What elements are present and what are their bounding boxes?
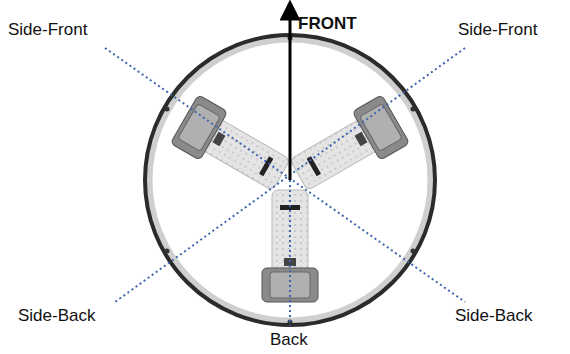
direction-label: Side-Front	[8, 20, 87, 40]
direction-label: Side-Front	[458, 20, 537, 40]
front-arrow	[289, 10, 292, 180]
direction-label: FRONT	[298, 14, 357, 34]
direction-label: Side-Back	[18, 306, 95, 326]
direction-label: Back	[270, 330, 308, 350]
direction-lines	[105, 48, 465, 326]
direction-label: Side-Back	[455, 306, 532, 326]
